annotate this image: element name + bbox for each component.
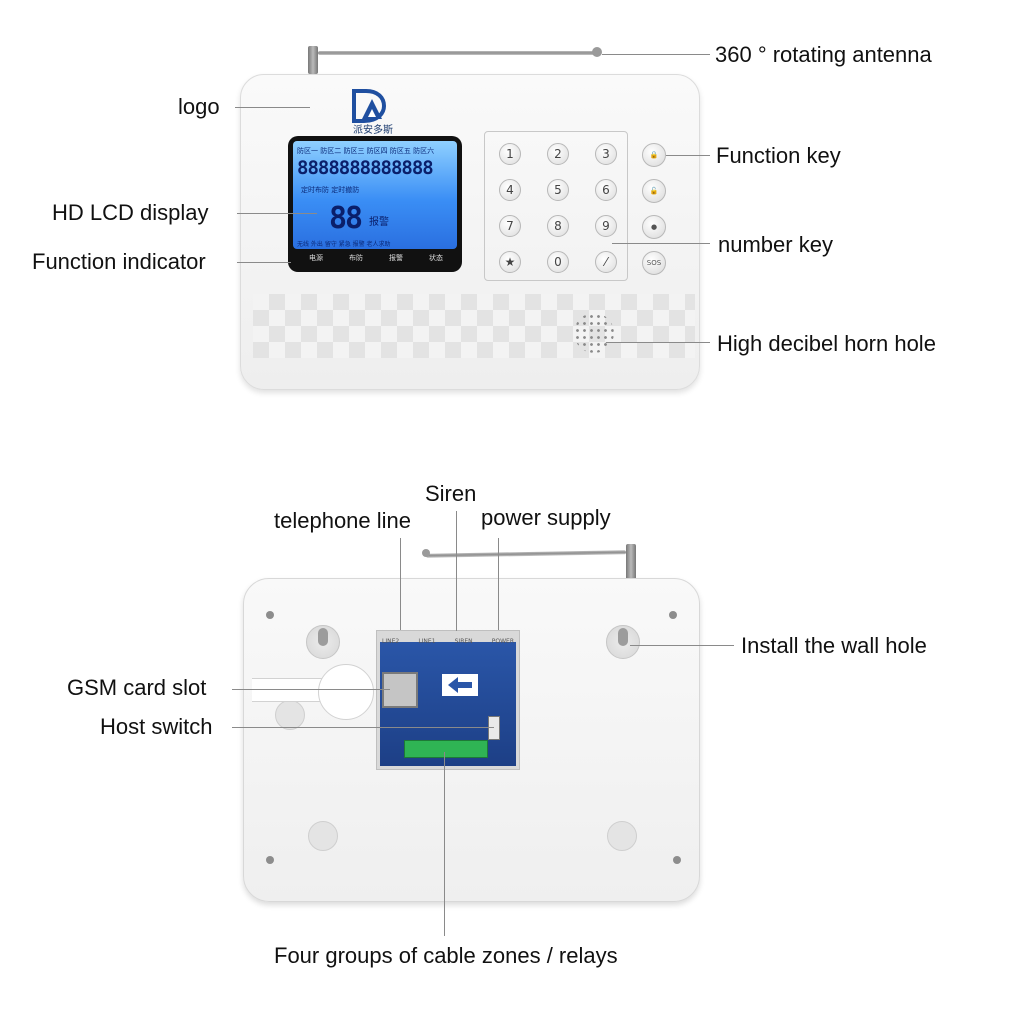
screw-bottom-left	[266, 856, 274, 864]
power-supply-label: power supply	[481, 505, 611, 530]
horn-hole	[574, 313, 614, 353]
sos-function-key[interactable]: SOS	[642, 251, 666, 275]
stay-function-key[interactable]: ●	[642, 215, 666, 239]
host-switch-leader	[232, 727, 494, 728]
antenna	[318, 51, 600, 55]
brand-text: 派安多斯	[353, 125, 393, 136]
wall-slot-right	[618, 628, 628, 646]
power-supply-leader	[498, 538, 499, 630]
round-hole-bottom-right	[607, 821, 637, 851]
gsm-card-slot[interactable]	[382, 672, 418, 708]
cable-zone-terminals	[404, 740, 488, 758]
key-8[interactable]: 8	[547, 215, 569, 237]
function-key-leader	[666, 155, 710, 156]
key-5[interactable]: 5	[547, 179, 569, 201]
back-antenna-base	[626, 544, 636, 580]
number-key-leader	[612, 243, 710, 244]
port-line1-label: LINE1	[418, 638, 436, 645]
key-7[interactable]: 7	[499, 215, 521, 237]
key-6[interactable]: 6	[595, 179, 617, 201]
telephone-line-leader	[400, 538, 401, 630]
lcd-big-digits: 88	[329, 201, 363, 236]
left-arrow-icon	[442, 674, 478, 696]
horn-leader	[606, 342, 710, 343]
key-9[interactable]: 9	[595, 215, 617, 237]
indicator-status: 状态	[429, 254, 443, 262]
lcd-digit-row: 8888888888888	[297, 157, 434, 179]
screw-top-right	[669, 611, 677, 619]
port-siren-label: SIREN	[454, 638, 473, 645]
cable-zones-leader	[444, 752, 445, 936]
logo-label: logo	[178, 94, 220, 119]
key-0[interactable]: 0	[547, 251, 569, 273]
wall-hole-leader	[630, 645, 734, 646]
round-hole-bottom-left	[308, 821, 338, 851]
round-hole-left	[275, 700, 305, 730]
antenna-label: 360 ° rotating antenna	[715, 42, 932, 67]
horn-label: High decibel horn hole	[717, 331, 936, 356]
indicator-power: 电源	[309, 254, 323, 262]
lcd-status-row: 无线 外出 留守 紧急 报警 老人求助	[297, 241, 391, 248]
antenna-tip	[592, 47, 602, 57]
key-star[interactable]: ★	[499, 251, 521, 273]
disarm-function-key[interactable]: 🔓	[642, 179, 666, 203]
logo-leader	[235, 107, 310, 108]
screw-top-left	[266, 611, 274, 619]
wall-slot-left	[318, 628, 328, 646]
function-indicator-label: Function indicator	[32, 249, 206, 274]
siren-leader	[456, 511, 457, 631]
cable-zones-label: Four groups of cable zones / relays	[274, 943, 618, 968]
function-indicator-row: 电源 布防 报警 状态	[296, 253, 456, 263]
antenna-base	[308, 46, 318, 74]
lcd-leader	[237, 213, 317, 214]
arm-function-key[interactable]: 🔒	[642, 143, 666, 167]
wall-hole-label: Install the wall hole	[741, 633, 927, 658]
lcd-timer-row: 定时布防 定时撤防	[301, 186, 360, 194]
back-antenna-tip	[422, 549, 430, 557]
lcd-screen: 防区一 防区二 防区三 防区四 防区五 防区六 8888888888888 定时…	[293, 141, 457, 249]
screw-bottom-right	[673, 856, 681, 864]
indicator-arm: 布防	[349, 254, 363, 262]
siren-label: Siren	[425, 481, 477, 506]
key-4[interactable]: 4	[499, 179, 521, 201]
port-power-label: POWER	[491, 638, 514, 645]
lcd-alarm-word: 报警	[369, 217, 389, 228]
indicator-alarm: 报警	[389, 254, 403, 262]
key-mute[interactable]: ⁄	[595, 251, 617, 273]
key-3[interactable]: 3	[595, 143, 617, 165]
number-keypad	[484, 131, 628, 281]
antenna-leader	[602, 54, 710, 55]
host-switch-label: Host switch	[100, 714, 213, 739]
gsm-slot-label: GSM card slot	[67, 675, 207, 700]
key-2[interactable]: 2	[547, 143, 569, 165]
lcd-zone-row: 防区一 防区二 防区三 防区四 防区五 防区六	[297, 147, 435, 155]
indicator-leader	[237, 262, 291, 263]
host-switch[interactable]	[488, 716, 500, 740]
lcd-label: HD LCD display	[52, 200, 209, 225]
decorative-pattern-strip	[253, 294, 695, 358]
gsm-slot-leader	[232, 689, 390, 690]
telephone-line-label: telephone line	[274, 508, 412, 533]
function-key-label: Function key	[716, 143, 841, 168]
port-line2-label: LINE2	[382, 638, 400, 645]
number-key-label: number key	[718, 232, 833, 257]
key-1[interactable]: 1	[499, 143, 521, 165]
brand-logo-icon	[352, 89, 387, 123]
cable-notch-curve	[318, 664, 374, 720]
port-label-row: LINE2 LINE1 SIREN POWER	[382, 638, 514, 645]
